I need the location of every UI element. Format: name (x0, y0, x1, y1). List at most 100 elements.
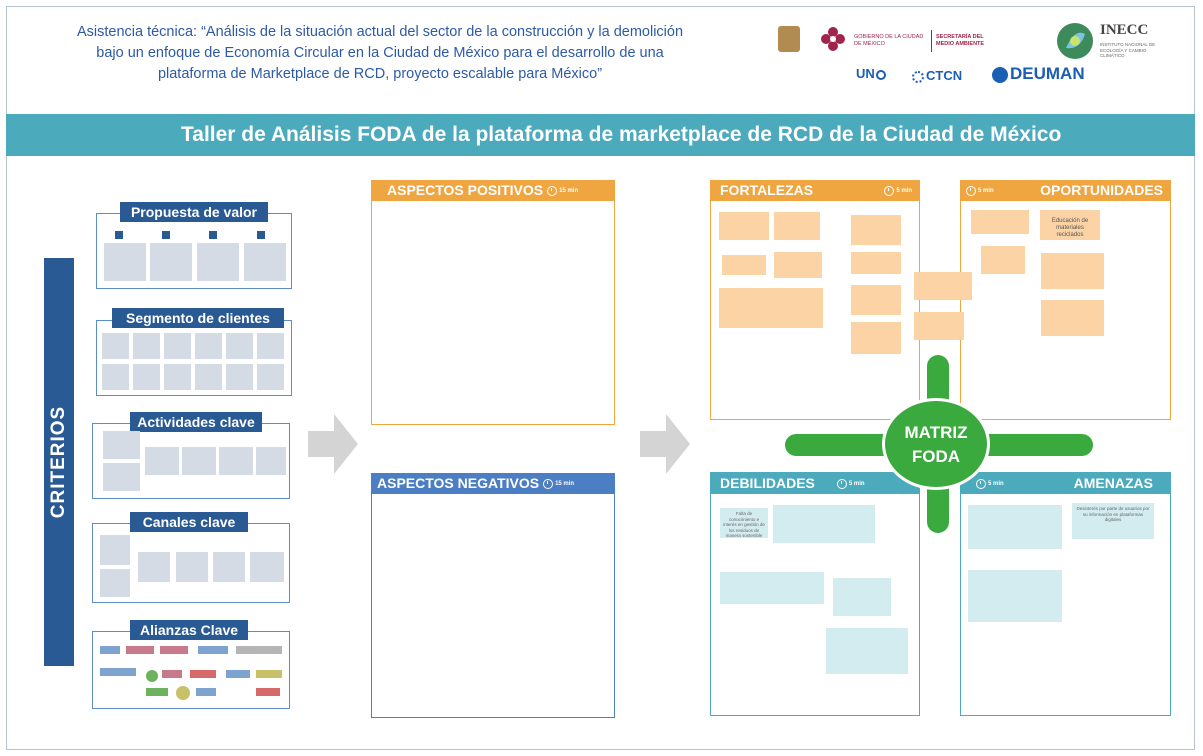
value-icon-1 (115, 231, 123, 239)
fortalezas-timer: 5 min (880, 180, 912, 202)
sticky-note: Desinterés por parte de usuarios por su … (1072, 503, 1154, 539)
activity-card (103, 463, 140, 491)
segment-card (164, 364, 191, 390)
partner-logo (176, 686, 190, 700)
sticky-note (971, 210, 1029, 234)
cdmx-flower-logo (818, 24, 848, 54)
sticky-note (968, 505, 1062, 549)
title-banner: Taller de Análisis FODA de la plataforma… (6, 114, 1195, 156)
canales-clave-title: Canales clave (130, 512, 248, 532)
segment-card (226, 333, 253, 359)
partner-logo (146, 670, 158, 682)
activity-card (103, 431, 140, 459)
partner-logo (100, 646, 120, 654)
segment-card (195, 364, 222, 390)
cdmx-shield-logo (778, 26, 800, 52)
partner-logo (126, 646, 154, 654)
clock-icon (884, 186, 895, 197)
segment-card (102, 333, 129, 359)
aspectos-negativos-header: ASPECTOS NEGATIVOS 15 min (371, 473, 615, 494)
unep-logo-text: UN (856, 66, 886, 81)
segment-card (226, 364, 253, 390)
sticky-note: Educación de materiales reciclados (1040, 210, 1100, 240)
oportunidades-timer: 5 min (962, 182, 994, 198)
oportunidades-title: OPORTUNIDADES (1040, 182, 1163, 198)
sticky-note (1041, 300, 1104, 336)
sticky-note (1041, 253, 1104, 289)
banner-title: Taller de Análisis FODA de la plataforma… (181, 123, 1062, 146)
amenazas-title: AMENAZAS (1073, 475, 1153, 491)
partner-logo (162, 670, 182, 678)
debilidades-note-text: Falta de conocimiento e interés en gesti… (723, 511, 765, 538)
oportunidades-note-text: Educación de materiales reciclados (1051, 218, 1089, 238)
partner-logo (196, 688, 216, 696)
amenazas-header: 5 min AMENAZAS (960, 472, 1171, 494)
alianzas-clave-title: Alianzas Clave (130, 620, 248, 640)
debilidades-time: 5 min (848, 481, 865, 488)
ctcn-gear-icon (912, 70, 924, 83)
sticky-note (720, 572, 824, 604)
sticky-note (773, 505, 875, 543)
value-icon-4 (257, 231, 265, 239)
debilidades-title: DEBILIDADES (720, 475, 815, 491)
fortalezas-time: 5 min (896, 187, 912, 194)
fortalezas-title: FORTALEZAS (720, 182, 814, 198)
partner-logo (256, 688, 280, 696)
channel-card (176, 552, 208, 582)
unep-logo-circle (875, 69, 886, 80)
sticky-note (981, 246, 1025, 274)
activity-card (219, 447, 253, 475)
inecc-logo-subtitle: INSTITUTO NACIONAL DE ECOLOGÍA Y CAMBIO … (1100, 42, 1156, 58)
header-line-1: Asistencia técnica: “Análisis de la situ… (76, 24, 684, 40)
aspectos-negativos-time: 15 min (555, 480, 575, 487)
segment-card (257, 364, 284, 390)
channel-card (138, 552, 170, 582)
arrow-right-icon (308, 414, 358, 479)
sticky-note (719, 212, 769, 240)
activity-card (256, 447, 286, 475)
value-card (104, 243, 146, 281)
matriz-foda-line-2: FODA (911, 447, 961, 466)
value-icon-3 (209, 231, 217, 239)
aspectos-negativos-box[interactable] (371, 473, 615, 718)
inecc-leaf-logo (1056, 22, 1094, 60)
sticky-note (774, 212, 820, 240)
sticky-note (968, 570, 1062, 622)
deuman-globe-icon (992, 66, 1008, 83)
value-icon-2 (162, 231, 170, 239)
sticky-note (851, 252, 901, 274)
amenazas-time: 5 min (988, 481, 1004, 488)
ctcn-logo: CTCN (912, 68, 962, 83)
partner-logo (190, 670, 216, 678)
gobierno-cdmx-logo-text: GOBIERNO DE LA CIUDAD DE MÉXICO (854, 34, 924, 47)
sticky-note (719, 288, 823, 328)
aspectos-positivos-box[interactable] (371, 180, 615, 425)
clock-icon (976, 479, 986, 490)
header-line-2: bajo un enfoque de Economía Circular en … (96, 45, 664, 61)
inecc-logo-text: INECC (1100, 22, 1149, 38)
segment-card (257, 333, 284, 359)
partner-logo (100, 668, 136, 676)
value-card (197, 243, 239, 281)
partner-logo (198, 646, 228, 654)
fortalezas-header: FORTALEZAS 5 min (710, 180, 920, 201)
ctcn-logo-text: CTCN (926, 68, 963, 83)
segment-card (133, 333, 160, 359)
sticky-note (833, 578, 891, 616)
channel-card (100, 569, 130, 597)
segment-card (164, 333, 191, 359)
unep-logo-label: UN (856, 66, 875, 81)
logo-divider (931, 30, 932, 52)
criterios-label: CRITERIOS (48, 405, 69, 519)
aspectos-negativos-title: ASPECTOS NEGATIVOS (377, 475, 540, 491)
partner-logo (160, 646, 188, 654)
deuman-logo: DEUMAN (992, 64, 1085, 84)
value-card (244, 243, 286, 281)
matriz-foda-line-1: MATRIZ (904, 423, 968, 442)
channel-card (213, 552, 245, 582)
partner-logo (226, 670, 250, 678)
criterios-bar: CRITERIOS (44, 258, 74, 666)
header-description: Asistencia técnica: “Análisis de la situ… (20, 22, 740, 85)
aspectos-positivos-time: 15 min (559, 187, 579, 194)
clock-icon (966, 186, 976, 197)
